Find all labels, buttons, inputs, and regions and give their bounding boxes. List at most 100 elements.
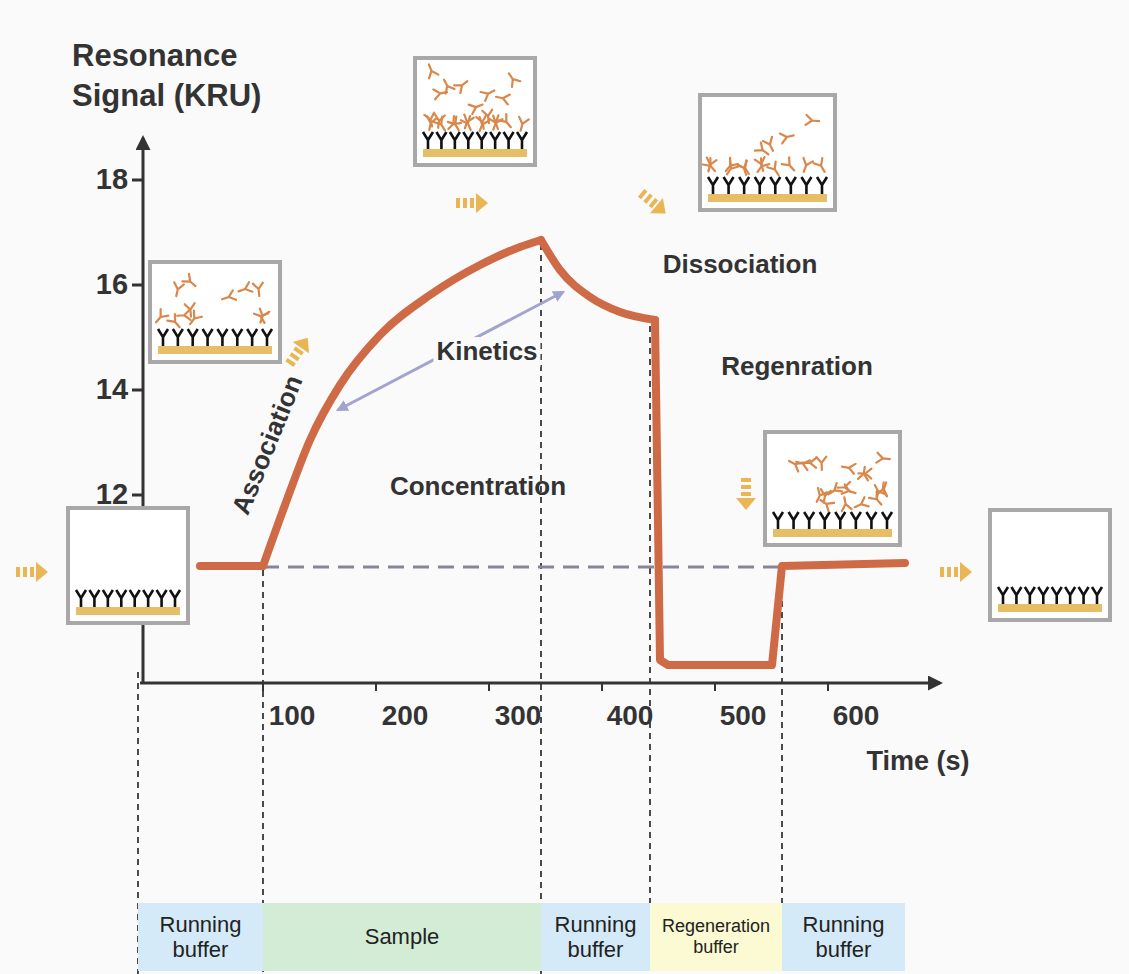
receptor bbox=[217, 329, 227, 346]
receptor bbox=[463, 132, 473, 149]
receptor bbox=[835, 512, 845, 529]
antibody bbox=[480, 86, 496, 101]
receptor bbox=[801, 177, 811, 194]
antibody bbox=[182, 274, 198, 290]
receptor bbox=[423, 132, 433, 149]
receptor bbox=[851, 512, 861, 529]
receptor bbox=[882, 512, 892, 529]
flow-arrow bbox=[736, 478, 756, 510]
x-tick-label: 400 bbox=[607, 700, 654, 732]
receptor bbox=[1038, 587, 1048, 604]
receptor bbox=[708, 177, 718, 194]
baseline bbox=[263, 566, 782, 569]
x-tick-label: 600 bbox=[833, 700, 880, 732]
phase-band: Regeneration buffer bbox=[650, 903, 782, 971]
antibody bbox=[177, 310, 191, 321]
antibody bbox=[237, 282, 253, 296]
phase-annotation: Regenration bbox=[721, 352, 873, 382]
receptor bbox=[1079, 587, 1089, 604]
antibody bbox=[738, 160, 753, 176]
antibody bbox=[482, 110, 493, 124]
antibody bbox=[780, 131, 795, 144]
antibody bbox=[516, 117, 529, 132]
flow-arrow bbox=[456, 193, 488, 213]
antibody bbox=[826, 483, 842, 498]
receptor bbox=[504, 132, 514, 149]
receptor bbox=[203, 329, 213, 346]
sensorgram-curve bbox=[541, 240, 655, 320]
antibody bbox=[253, 283, 264, 297]
receptor bbox=[817, 177, 827, 194]
antibody bbox=[754, 158, 770, 174]
antibody bbox=[489, 116, 503, 132]
antibody bbox=[814, 158, 829, 174]
sensor-inset bbox=[415, 58, 535, 165]
phase-label: Running buffer bbox=[541, 912, 650, 963]
receptor bbox=[76, 590, 86, 607]
phase-label: Regeneration buffer bbox=[650, 916, 782, 957]
antibody bbox=[221, 290, 237, 304]
inset-frame bbox=[990, 510, 1110, 620]
x-tick bbox=[488, 683, 490, 691]
receptor bbox=[490, 132, 500, 149]
antibody bbox=[171, 282, 184, 297]
antibody bbox=[737, 161, 751, 176]
x-tick-label: 200 bbox=[382, 700, 429, 732]
y-tick bbox=[132, 284, 143, 287]
receptor bbox=[724, 177, 734, 194]
phase-band: Running buffer bbox=[138, 903, 263, 971]
x-tick bbox=[714, 683, 716, 691]
receptor bbox=[173, 329, 183, 346]
antibody bbox=[723, 161, 739, 177]
antibody bbox=[853, 497, 869, 512]
receptor bbox=[116, 590, 126, 607]
antibody bbox=[839, 496, 851, 511]
receptor bbox=[820, 512, 830, 529]
receptor bbox=[1092, 587, 1102, 604]
y-tick bbox=[132, 389, 143, 392]
receptor bbox=[170, 590, 180, 607]
antibody bbox=[819, 489, 831, 503]
sensorgram-curve bbox=[655, 320, 905, 665]
receptor bbox=[1025, 587, 1035, 604]
receptor bbox=[773, 512, 783, 529]
antibody bbox=[475, 117, 489, 133]
phase-label: Running buffer bbox=[782, 912, 905, 963]
receptor bbox=[739, 177, 749, 194]
receptor bbox=[789, 512, 799, 529]
y-tick-label: 14 bbox=[96, 373, 128, 406]
antibody bbox=[755, 143, 771, 159]
y-tick-label: 18 bbox=[96, 163, 128, 196]
flow-arrow bbox=[940, 562, 972, 582]
receptor bbox=[262, 329, 272, 346]
phase-band: Running buffer bbox=[541, 903, 650, 971]
antibody bbox=[703, 158, 719, 174]
antibody bbox=[461, 116, 475, 132]
x-tick bbox=[375, 683, 377, 691]
antibody bbox=[454, 77, 470, 93]
y-tick bbox=[132, 179, 143, 182]
sensor-inset bbox=[150, 262, 280, 362]
receptor bbox=[1052, 587, 1062, 604]
x-axis bbox=[140, 682, 940, 685]
x-tick-label: 500 bbox=[720, 700, 767, 732]
y-tick-label: 12 bbox=[96, 478, 128, 511]
receptor bbox=[1065, 587, 1075, 604]
receptor bbox=[517, 132, 527, 149]
sensor-inset bbox=[700, 95, 835, 210]
antibody bbox=[842, 484, 857, 498]
receptor bbox=[247, 329, 257, 346]
sensor-chip bbox=[423, 149, 527, 157]
receptor bbox=[158, 329, 168, 346]
receptor bbox=[804, 512, 814, 529]
inset-frame bbox=[68, 508, 188, 623]
receptor bbox=[436, 132, 446, 149]
axis-title: Time (s) bbox=[866, 746, 969, 777]
antibody bbox=[858, 468, 871, 478]
antibody bbox=[434, 117, 449, 133]
antibody bbox=[499, 114, 515, 130]
phase-label: Running buffer bbox=[138, 912, 263, 963]
x-tick bbox=[262, 683, 264, 691]
antibody bbox=[803, 458, 816, 468]
